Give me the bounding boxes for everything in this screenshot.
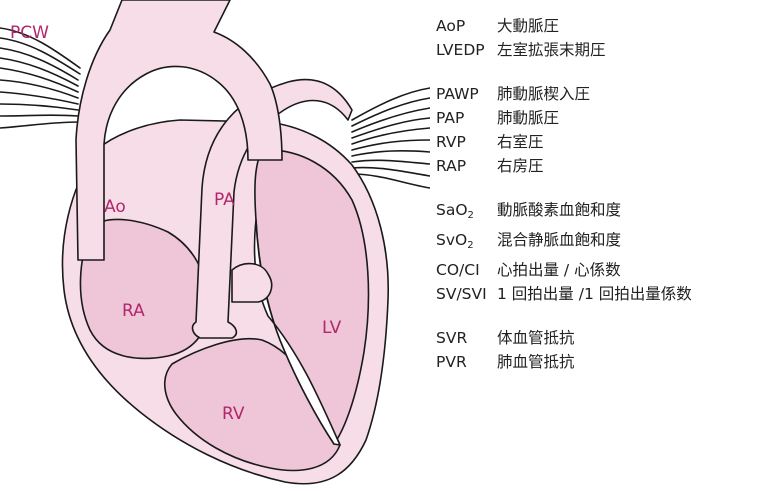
- legend-description: 左室拡張末期圧: [497, 38, 761, 62]
- left-pulmonary-vessels: [0, 28, 80, 128]
- legend-description: 右室圧: [497, 130, 761, 154]
- legend-abbreviation: SVR: [436, 326, 497, 350]
- legend-description: 大動脈圧: [497, 14, 761, 38]
- legend-description: 動脈酸素血飽和度: [497, 198, 761, 228]
- legend-description: 肺動脈圧: [497, 106, 761, 130]
- legend-abbreviation: RVP: [436, 130, 497, 154]
- legend-abbreviation: SV/SVI: [436, 282, 497, 306]
- legend-abbreviation: SaO2: [436, 198, 497, 228]
- legend-description: 1 回拍出量 /1 回拍出量係数: [497, 282, 761, 306]
- legend-description: 混合静脈血飽和度: [497, 228, 761, 258]
- label-pcw: PCW: [10, 23, 49, 43]
- legend-abbreviation: AoP: [436, 14, 497, 38]
- legend-abbreviation: PVR: [436, 350, 497, 374]
- legend-abbreviation: LVEDP: [436, 38, 497, 62]
- legend-abbreviation: PAWP: [436, 82, 497, 106]
- legend-description: 右房圧: [497, 154, 761, 178]
- legend-description: 心拍出量 / 心係数: [497, 258, 761, 282]
- aortic-root: [232, 264, 272, 302]
- label-rv: RV: [222, 404, 245, 424]
- legend-description: 肺血管抵抗: [497, 350, 761, 374]
- legend-abbreviation: PAP: [436, 106, 497, 130]
- legend-description: 体血管抵抗: [497, 326, 761, 350]
- label-lv: LV: [322, 318, 342, 338]
- legend-abbreviation: SvO2: [436, 228, 497, 258]
- label-ra: RA: [122, 301, 145, 321]
- label-pa: PA: [214, 190, 235, 210]
- legend-subscript: 2: [468, 210, 474, 221]
- label-ao: Ao: [104, 197, 126, 217]
- right-pulmonary-vessels: [352, 88, 430, 188]
- legend-abbreviation: CO/CI: [436, 258, 497, 282]
- legend-description: 肺動脈楔入圧: [497, 82, 761, 106]
- legend-abbreviation: RAP: [436, 154, 497, 178]
- legend-subscript: 2: [467, 240, 473, 251]
- heart-diagram: PCW Ao PA RA LV RV: [0, 0, 430, 491]
